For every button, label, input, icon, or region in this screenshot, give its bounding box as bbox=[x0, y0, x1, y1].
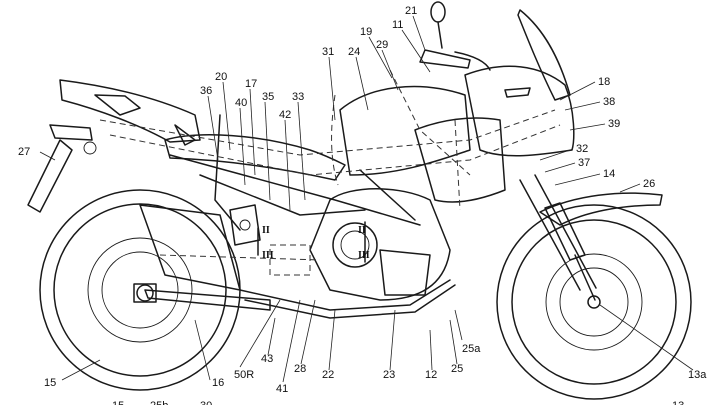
label-25a: 25a bbox=[462, 343, 481, 355]
label-15: 15 bbox=[44, 377, 56, 389]
label-22: 22 bbox=[322, 369, 334, 381]
front-wheel bbox=[496, 204, 692, 400]
label-19: 19 bbox=[360, 26, 372, 38]
tail-light bbox=[94, 94, 141, 116]
front-fender bbox=[539, 192, 663, 226]
hidden-lines bbox=[99, 69, 561, 276]
label-11: 11 bbox=[392, 19, 403, 31]
label-41: 41 bbox=[276, 383, 288, 395]
label-36: 36 bbox=[200, 85, 212, 97]
label-39: 39 bbox=[608, 118, 620, 130]
label-12: 12 bbox=[425, 369, 437, 381]
reference-numerals: 21 11 19 29 24 31 18 38 39 32 37 14 26 2… bbox=[18, 5, 707, 405]
headlight bbox=[504, 87, 531, 98]
mirror-handlebar bbox=[419, 1, 491, 71]
label-33: 33 bbox=[292, 91, 304, 103]
seat bbox=[164, 134, 346, 181]
section-mark-iii-left: III bbox=[262, 250, 274, 261]
label-29: 29 bbox=[376, 39, 388, 51]
grab-rail bbox=[174, 124, 196, 146]
label-50r: 50R bbox=[234, 369, 254, 381]
label-18: 18 bbox=[598, 76, 610, 88]
label-17: 17 bbox=[245, 78, 257, 90]
frame bbox=[169, 114, 421, 231]
section-mark-iii-right: III bbox=[358, 250, 370, 261]
section-mark-ii-left: II bbox=[262, 225, 270, 236]
label-26: 26 bbox=[643, 178, 655, 190]
engine bbox=[229, 188, 451, 301]
leader-lines bbox=[39, 15, 694, 383]
radiator-shroud bbox=[414, 117, 506, 203]
tail-cowl bbox=[59, 79, 201, 143]
label-38: 38 bbox=[603, 96, 615, 108]
label-42: 42 bbox=[279, 109, 291, 121]
label-20: 20 bbox=[215, 71, 227, 83]
label-35: 35 bbox=[262, 91, 274, 103]
label-37: 37 bbox=[578, 157, 590, 169]
rear-wheel bbox=[39, 189, 241, 391]
label-13-cut: 13 bbox=[672, 400, 684, 405]
section-mark-ii-right: II bbox=[358, 225, 366, 236]
label-25b-cut: 25b bbox=[150, 400, 168, 405]
label-28: 28 bbox=[294, 363, 306, 375]
label-15-cut: 15 bbox=[112, 400, 124, 405]
fuel-tank bbox=[339, 85, 471, 176]
label-43: 43 bbox=[261, 353, 273, 365]
section-markers: II III II III bbox=[257, 221, 370, 263]
label-13a: 13a bbox=[688, 369, 707, 381]
front-cowl bbox=[464, 65, 575, 157]
exhaust bbox=[139, 204, 456, 319]
label-27: 27 bbox=[18, 146, 30, 158]
label-24: 24 bbox=[348, 46, 360, 58]
label-30-cut: 30 bbox=[200, 400, 212, 405]
swingarm bbox=[144, 289, 271, 311]
license-bracket bbox=[27, 124, 97, 213]
label-31: 31 bbox=[322, 46, 334, 58]
label-21: 21 bbox=[405, 5, 417, 17]
windscreen bbox=[517, 9, 571, 101]
label-40: 40 bbox=[235, 97, 247, 109]
label-25: 25 bbox=[451, 363, 463, 375]
label-32: 32 bbox=[576, 143, 588, 155]
label-16: 16 bbox=[212, 377, 224, 389]
label-14: 14 bbox=[603, 168, 615, 180]
front-fork bbox=[519, 174, 597, 301]
label-23: 23 bbox=[383, 369, 395, 381]
